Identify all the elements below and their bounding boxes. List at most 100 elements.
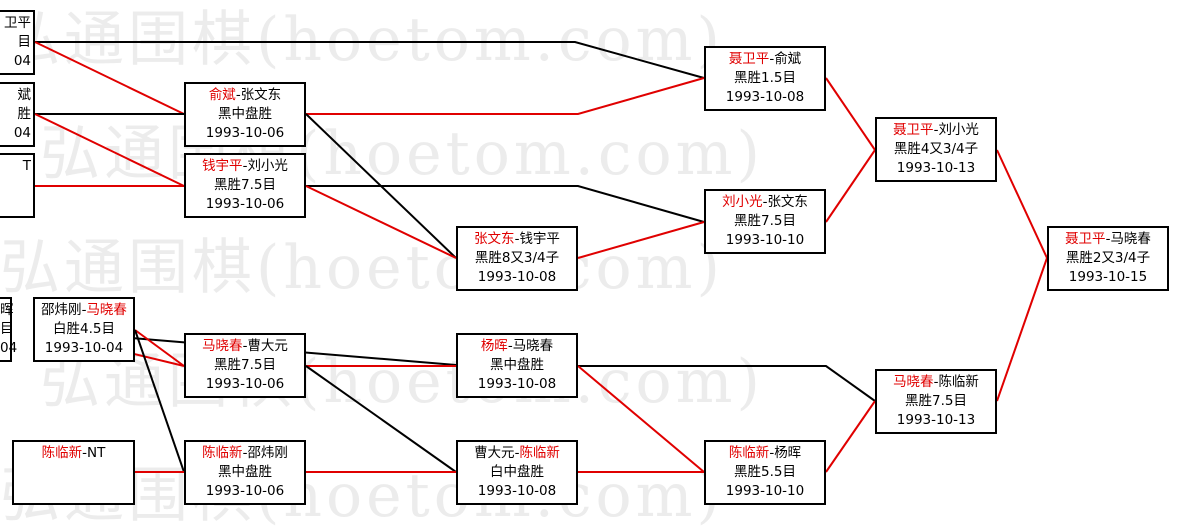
match-line: 斌 [17,87,32,103]
separator: - [933,374,939,390]
match-players: 张文东-钱宇平 [458,230,576,249]
match-players: 聂卫平-马晓春 [1049,230,1167,249]
player-1: 刘小光 [722,194,763,210]
match-result: 黑中盘胜 [218,464,272,480]
player-1: 杨晖 [480,338,508,354]
winner-connector [825,400,876,473]
player-2: 马晓春 [1110,231,1151,247]
loser-connector [306,185,705,223]
winner-connector [577,221,705,259]
loser-connector [578,365,876,402]
match-date: 1993-10-13 [896,160,976,176]
player-1: 陈临新 [202,445,243,461]
loser-connector [134,329,185,473]
match-players: 刘小光-张文东 [706,193,824,212]
player-1: 邵炜刚 [41,302,82,318]
match-result: 黑胜5.5目 [734,464,796,480]
partial-match-box: T [0,153,35,218]
loser-connector [305,365,457,473]
player-1: 曹大元 [474,445,515,461]
match-date: 1993-10-13 [896,412,976,428]
match-result: 黑胜4又3/4子 [893,141,979,157]
player-2: 邵炜刚 [247,445,288,461]
match-date: 1993-10-08 [477,483,557,499]
match-result: 黑胜2又3/4子 [1065,250,1151,266]
separator: - [242,338,248,354]
separator: - [82,445,87,461]
match-box-sf-nie-liu[interactable]: 聂卫平-刘小光黑胜4又3/4子 1993-10-13 [875,117,997,182]
player-2: 杨晖 [774,445,802,461]
match-line: 04 [13,125,31,141]
separator: - [242,158,248,174]
match-date: 1993-10-04 [44,340,124,356]
player-2: 张文东 [767,194,808,210]
match-box-r3-cao-chen[interactable]: 曹大元-陈临新白中盘胜 1993-10-08 [456,440,578,505]
match-players: 俞斌-张文东 [186,86,304,105]
bracket-connectors [34,41,1048,473]
separator: - [1105,231,1111,247]
match-date: 1993-10-08 [725,89,805,105]
player-2: 曹大元 [247,338,288,354]
match-date: 1993-10-06 [205,125,285,141]
match-players: 马晓春-陈临新 [877,373,995,392]
player-1: 钱宇平 [202,158,243,174]
winner-connector [34,113,185,187]
player-2: 刘小光 [938,122,979,138]
partial-match-box: 斌胜 04 [0,82,35,147]
winner-connector [577,365,705,473]
match-result: 黑中盘胜 [490,357,544,373]
match-line: 04 [13,53,31,69]
match-result: 白中盘胜 [490,464,544,480]
player-2: 钱宇平 [519,231,560,247]
player-1: 陈临新 [728,445,770,461]
match-line: 04 [0,340,18,356]
winner-connector [825,77,876,151]
match-date: 1993-10-15 [1068,269,1148,285]
match-box-r4-chen-yang[interactable]: 陈临新-杨晖黑胜5.5目 1993-10-10 [704,440,826,505]
match-box-r1-shao-ma[interactable]: 邵炜刚-马晓春白胜4.5目 1993-10-04 [33,297,135,362]
separator: - [762,194,768,210]
match-date: 1993-10-06 [205,376,285,392]
match-line: 目 [0,321,14,337]
match-date: 1993-10-10 [725,232,805,248]
match-players: 曹大元-陈临新 [458,444,576,463]
player-1: 聂卫平 [1065,231,1106,247]
player-1: 马晓春 [202,338,243,354]
match-players: 邵炜刚-马晓春 [35,301,133,320]
match-line: 胜 [17,106,32,122]
player-2: 刘小光 [247,158,288,174]
match-players: 聂卫平-刘小光 [877,121,995,140]
match-date: 1993-10-10 [725,483,805,499]
winner-connector [996,149,1048,259]
player-1: 俞斌 [208,87,236,103]
match-result: 黑胜7.5目 [214,177,276,193]
player-1: 陈临新 [41,445,83,461]
match-line: T [22,158,31,174]
match-result [14,463,133,482]
player-2: NT [87,445,106,461]
separator: - [242,445,248,461]
match-result: 黑胜8又3/4子 [474,250,560,266]
loser-connector [35,41,705,79]
separator: - [769,445,775,461]
player-2: 俞斌 [774,51,802,67]
match-players: 陈临新-NT [14,444,133,463]
match-line: 目 [17,34,32,50]
match-players: 聂卫平-俞斌 [706,50,824,69]
match-players: 钱宇平-刘小光 [186,157,304,176]
player-2: 马晓春 [512,338,554,354]
match-date: 1993-10-06 [205,196,285,212]
match-result: 白胜4.5目 [53,321,115,337]
separator: - [514,445,520,461]
match-box-r1-chen-nt[interactable]: 陈临新-NT [12,440,135,505]
